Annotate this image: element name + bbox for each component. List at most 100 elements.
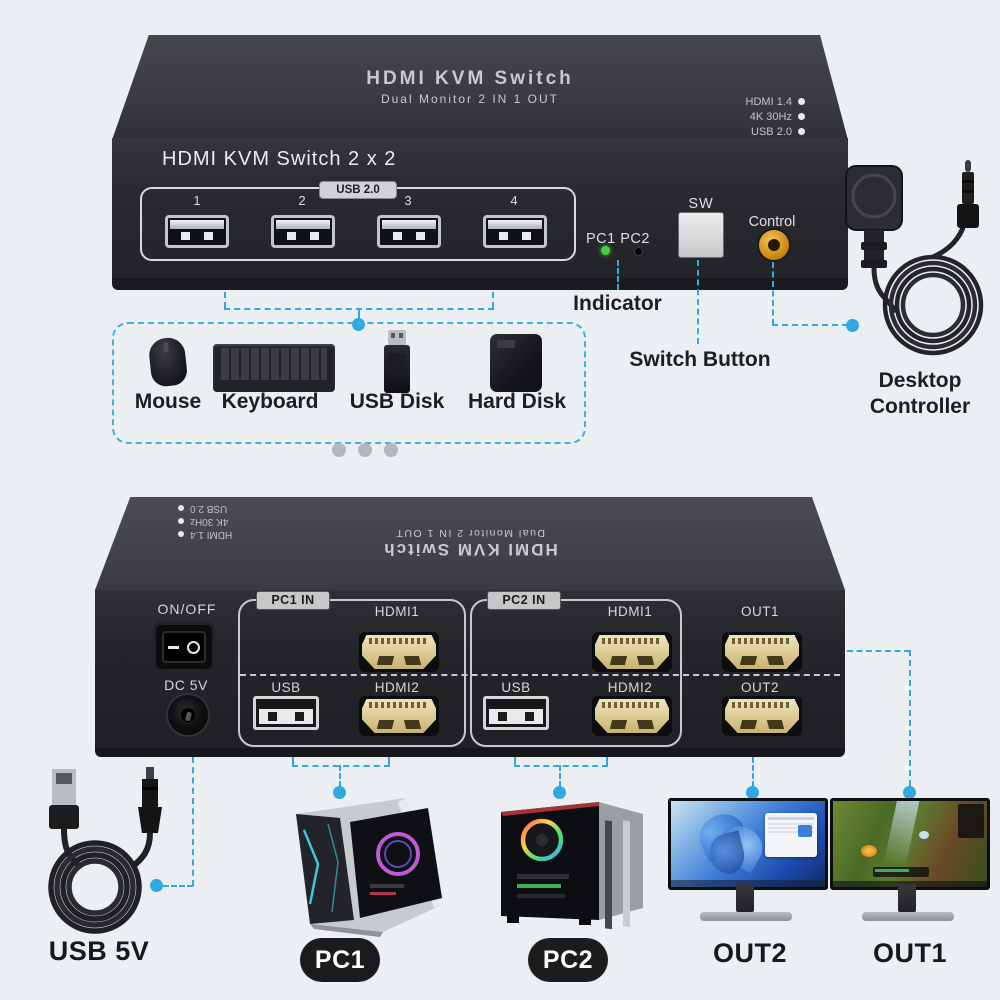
connector-dot [352,318,365,331]
pc1-hdmi1-label: HDMI1 [374,604,420,619]
pc1-usb-port [253,696,319,730]
pc1-usb-label: USB [271,680,301,695]
rear-spec-badges: HDMI 1.4 4K 30Hz USB 2.0 [178,502,290,541]
connector-dot [746,786,759,799]
port-number-4: 4 [510,193,518,208]
out2-label: OUT2 [712,938,787,968]
connector-line [192,757,194,886]
connector-line [514,757,516,766]
dc-5v-label: DC 5V [164,677,208,693]
keyboard-icon [213,344,335,392]
connector-dot [333,786,346,799]
connector-line [606,757,608,766]
mouse-label: Mouse [134,390,202,413]
pc2-hdmi2-label: HDMI2 [607,680,653,695]
pc2-usb-port [483,696,549,730]
pc1-in-badge: PC1 IN [256,591,330,610]
spec-4k: 4K 30Hz [749,110,792,123]
hard-disk-label: Hard Disk [467,390,567,413]
connector-line [752,757,754,787]
connector-line [617,260,619,290]
spec-4k: 4K 30Hz [190,516,229,527]
spec-led-icon [178,518,184,525]
connector-line [163,885,193,887]
port-number-1: 1 [193,193,201,208]
sw-label: SW [688,196,714,212]
pc2-hdmi1-port [592,632,672,672]
connector-line [492,292,494,308]
connector-dot [903,786,916,799]
connector-line [358,308,360,320]
pc2-usb-label: USB [501,680,531,695]
spec-led-icon [178,505,184,512]
spec-usb: USB 2.0 [190,503,228,514]
power-off-mark [187,640,200,654]
spec-led-icon [798,113,805,120]
pc1-tower-image [296,798,444,937]
usb-disk-label: USB Disk [349,390,445,413]
port-number-3: 3 [404,193,412,208]
switch-button [678,212,724,258]
pc2-hdmi2-port [592,696,672,736]
device-bottom-edge [112,278,848,290]
indicator-callout: Indicator [573,292,662,315]
spec-led-icon [178,531,184,538]
usb-port-3 [377,215,441,248]
device-top-face [112,35,848,140]
control-label: Control [748,214,796,230]
ellipsis-dots-icon [326,443,404,462]
device-top-subtitle: Dual Monitor 2 IN 1 OUT [380,92,560,106]
spec-led-icon [798,98,805,105]
out1-port-label: OUT1 [740,604,779,619]
device-top-title: HDMI KVM Switch [382,540,558,559]
connector-line [292,765,390,767]
pc1-in-group [238,599,466,747]
port-number-2: 2 [298,193,306,208]
device-bottom-edge [95,748,845,757]
led-labels: PC1 PC2 [586,231,650,247]
pc1-label-pill: PC1 [300,938,380,982]
usb-power-cable-image [48,767,162,934]
accessories-box [112,322,586,444]
pc2-led-icon [634,247,643,256]
connector-line [388,757,390,766]
device-top-title: HDMI KVM Switch [366,68,574,89]
pc2-tower-image [501,802,643,930]
pc1-hdmi1-port [359,632,439,672]
hard-disk-icon [490,334,542,392]
panel-divider [240,674,840,676]
connector-dot [150,879,163,892]
usb-5v-label: USB 5V [48,936,150,966]
usb-group-badge: USB 2.0 [319,181,397,199]
connector-line [224,292,226,308]
connector-line [697,260,699,344]
connector-line [339,765,341,787]
connector-dot [846,319,859,332]
dc-power-jack [166,693,210,737]
front-panel-title: HDMI KVM Switch 2 x 2 [162,148,397,170]
connector-line [559,765,561,787]
out2-port-label: OUT2 [740,680,779,695]
pc2-label-pill: PC2 [528,938,608,982]
pc1-hdmi2-label: HDMI2 [374,680,420,695]
out1-label: OUT1 [872,938,947,968]
spec-hdmi: HDMI 1.4 [190,529,233,540]
pc2-in-group [470,599,682,747]
power-on-mark [168,645,179,649]
usb-port-1 [165,215,229,248]
connector-line [292,757,294,766]
spec-led-icon [798,128,805,135]
control-jack [757,228,791,262]
connector-line [847,650,910,652]
desktop-controller-image [845,160,984,356]
keyboard-label: Keyboard [221,390,319,413]
connector-line [772,262,774,325]
spec-hdmi: HDMI 1.4 [745,95,792,108]
rear-top-branding: HDMI KVM Switch Dual Monitor 2 IN 1 OUT [300,527,640,559]
pc2-hdmi1-label: HDMI1 [607,604,653,619]
pc1-led-icon [601,246,610,255]
device-front-face [112,138,848,280]
usb-port-2 [271,215,335,248]
device-spec-badges: HDMI 1.4 4K 30Hz USB 2.0 [680,94,805,139]
